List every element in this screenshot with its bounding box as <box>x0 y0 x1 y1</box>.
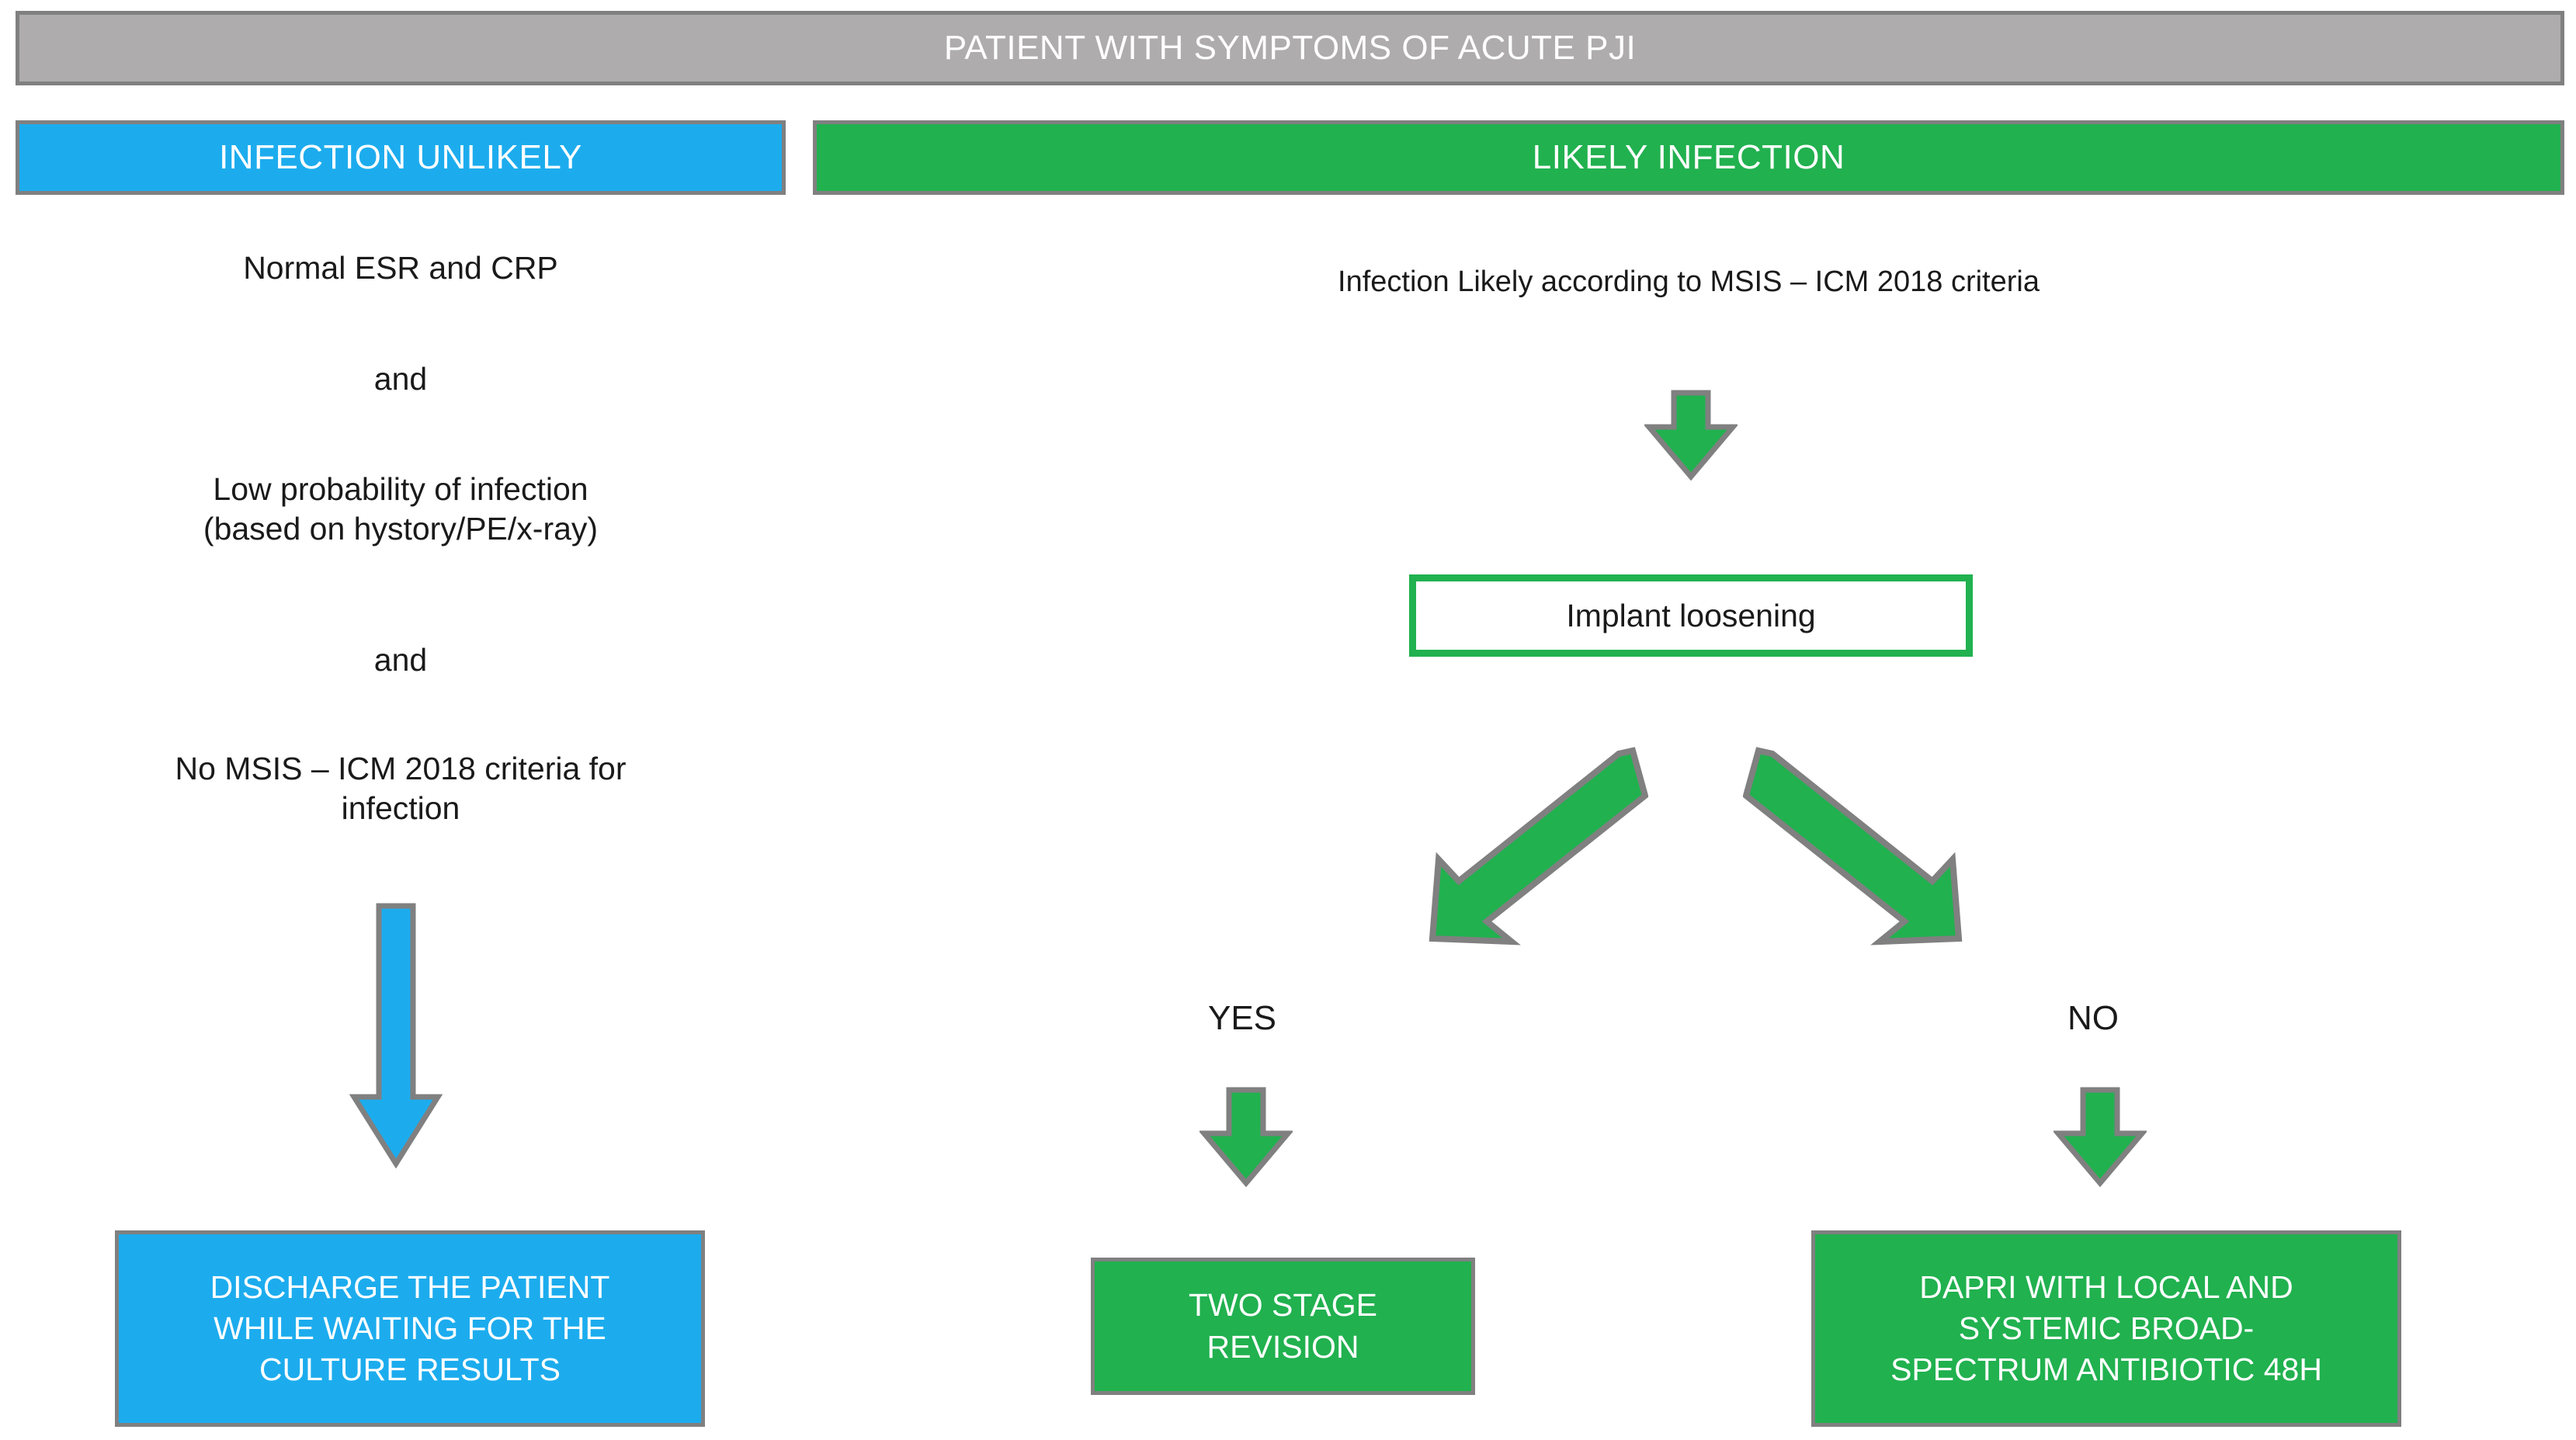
down-arrow-green-no-icon <box>2054 1087 2147 1188</box>
branch-banner-infection-unlikely: INFECTION UNLIKELY <box>16 120 786 195</box>
branch-banner-left-label: INFECTION UNLIKELY <box>219 137 582 176</box>
decision-implant-loosening-label: Implant loosening <box>1566 597 1816 633</box>
criteria-infection-likely-msis: Infection Likely according to MSIS – ICM… <box>1338 265 2040 298</box>
criteria-connector-and-1: and <box>373 361 428 397</box>
outcome-box-discharge-patient: DISCHARGE THE PATIENT WHILE WAITING FOR … <box>115 1230 705 1427</box>
down-arrow-green-to-decision-icon <box>1644 390 1738 481</box>
down-arrow-green-yes-icon <box>1199 1087 1293 1188</box>
outcome-two-stage-revision-label: TWO STAGE REVISION <box>1189 1287 1377 1365</box>
outcome-box-two-stage-revision: TWO STAGE REVISION <box>1091 1258 1475 1395</box>
outcome-dapri-label: DAPRI WITH LOCAL AND SYSTEMIC BROAD- SPE… <box>1890 1268 2322 1388</box>
outcome-box-dapri: DAPRI WITH LOCAL AND SYSTEMIC BROAD- SPE… <box>1811 1230 2401 1427</box>
criteria-normal-esr-crp: Normal ESR and CRP <box>243 250 558 286</box>
outcome-discharge-label: DISCHARGE THE PATIENT WHILE WAITING FOR … <box>210 1268 610 1388</box>
down-right-arrow-green-icon <box>1743 741 1976 951</box>
branch-banner-likely-infection: LIKELY INFECTION <box>813 120 2564 195</box>
branch-label-no: NO <box>2067 999 2119 1037</box>
criteria-low-probability: Low probability of infection (based on h… <box>203 471 599 547</box>
branch-label-yes: YES <box>1207 999 1277 1037</box>
branch-banner-right-label: LIKELY INFECTION <box>1532 137 1845 176</box>
header-banner: PATIENT WITH SYMPTOMS OF ACUTE PJI <box>16 11 2564 85</box>
down-arrow-blue-icon <box>349 903 443 1168</box>
decision-box-implant-loosening: Implant loosening <box>1409 574 1973 657</box>
down-left-arrow-green-icon <box>1415 741 1648 951</box>
criteria-no-msis-icm: No MSIS – ICM 2018 criteria for infectio… <box>175 751 627 827</box>
criteria-connector-and-2: and <box>373 642 428 678</box>
page-title: PATIENT WITH SYMPTOMS OF ACUTE PJI <box>943 28 1637 67</box>
